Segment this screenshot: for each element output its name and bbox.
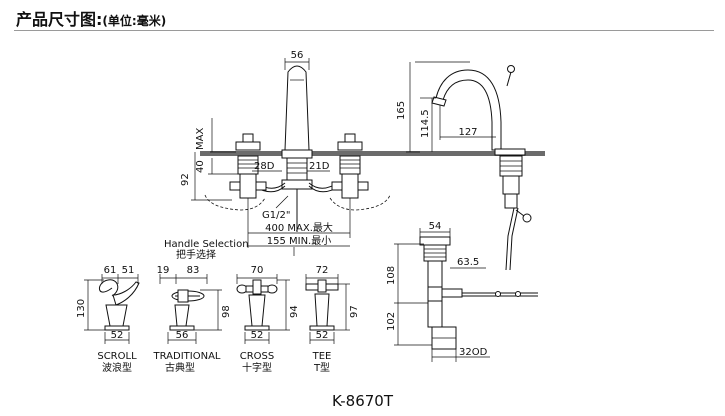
dim-63-5: 63.5 <box>457 257 479 268</box>
dim-max: MAX <box>195 128 206 150</box>
cross-height: 94 <box>289 305 300 318</box>
cross-name-cn: 十字型 <box>242 361 272 374</box>
traditional-dim-b: 83 <box>187 265 200 276</box>
dim-thread: G1/2" <box>262 210 290 221</box>
traditional-name: TRADITIONAL <box>153 351 221 362</box>
tee-name: TEE <box>312 351 332 362</box>
scroll-dim-b: 51 <box>122 265 135 276</box>
tee-dim-a: 72 <box>316 265 329 276</box>
handle-selection: Handle Selection 把手选择 61 51 130 <box>76 239 360 374</box>
scroll-name-cn: 波浪型 <box>102 361 132 374</box>
deck-plate <box>200 151 545 156</box>
dim-spread-max: 400 MAX.最大 <box>265 221 333 234</box>
scroll-base: 52 <box>111 330 124 341</box>
handle-cross: 70 94 52 CROSS 十字型 <box>236 265 300 374</box>
side-view: 165 114.5 127 54 63.5 108 102 32 <box>386 61 538 362</box>
front-spout <box>281 65 313 232</box>
dim-165: 165 <box>396 101 407 120</box>
cross-name: CROSS <box>240 351 275 362</box>
dim-spout-width: 56 <box>291 50 304 61</box>
dim-28d: 28D <box>254 161 275 172</box>
handle-selection-title-cn: 把手选择 <box>176 248 216 261</box>
cross-base: 52 <box>251 330 264 341</box>
scroll-height: 130 <box>76 299 87 318</box>
dim-54: 54 <box>429 221 442 232</box>
dim-127: 127 <box>458 127 477 138</box>
front-view: 56 MAX 40 92 28D 21D G1/2" 400 MAX.最大 15… <box>180 50 545 256</box>
traditional-name-cn: 古典型 <box>165 361 195 374</box>
traditional-dim-a: 19 <box>157 265 170 276</box>
cross-dim-a: 70 <box>251 265 264 276</box>
dim-92: 92 <box>180 173 191 186</box>
title-main: 产品尺寸图: <box>16 10 103 29</box>
title-unit: (单位:毫米) <box>102 14 167 28</box>
dim-114-5: 114.5 <box>420 109 431 138</box>
dim-40: 40 <box>195 160 206 173</box>
front-valve-left <box>204 133 267 211</box>
handle-traditional: 19 83 98 56 TRADITIONAL 古典型 <box>153 265 232 374</box>
tee-height: 97 <box>349 305 360 318</box>
traditional-base: 56 <box>176 330 189 341</box>
dim-32od: 32OD <box>459 347 488 358</box>
dim-21d: 21D <box>309 161 330 172</box>
handle-scroll: 61 51 130 52 SCROLL 波浪型 <box>76 265 140 374</box>
dim-108: 108 <box>386 266 397 285</box>
scroll-dim-a: 61 <box>104 265 117 276</box>
page-title: 产品尺寸图:(单位:毫米) <box>16 6 166 30</box>
front-valve-right <box>329 133 391 211</box>
handle-selection-title: Handle Selection <box>164 239 249 250</box>
handle-tee: 72 97 52 TEE T型 <box>305 265 360 374</box>
model-number: K-8670T <box>331 392 393 410</box>
dim-spread-min: 155 MIN.最小 <box>267 235 332 247</box>
traditional-height: 98 <box>221 305 232 318</box>
title-divider <box>14 30 714 31</box>
scroll-name: SCROLL <box>97 351 137 362</box>
tee-base: 52 <box>316 330 329 341</box>
tee-name-cn: T型 <box>313 361 330 374</box>
dim-102: 102 <box>386 312 397 331</box>
